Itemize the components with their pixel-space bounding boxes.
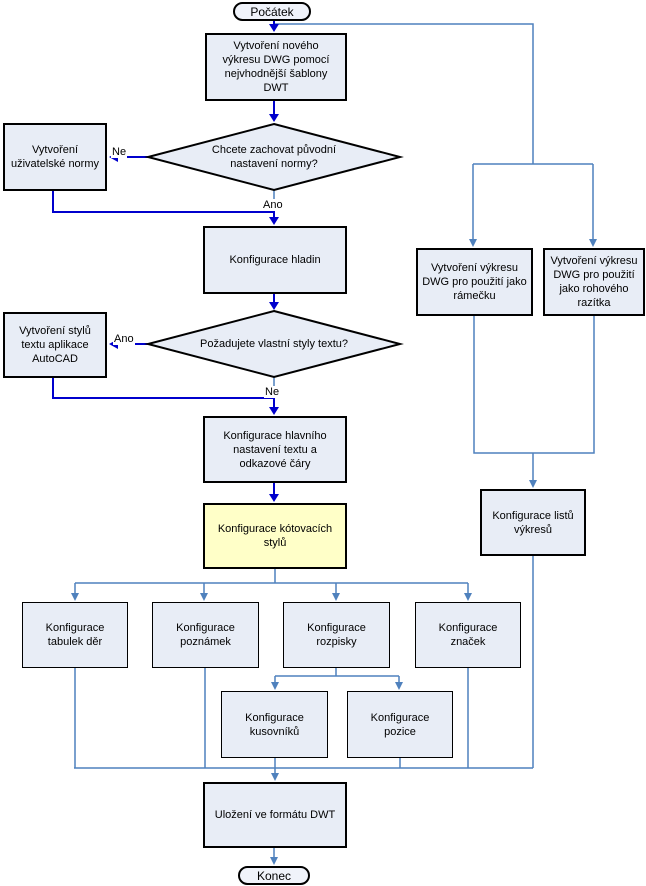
edge-label-text-yes: Ano [113,333,135,345]
step-main-text-config: Konfigurace hlavního nastavení textu a o… [203,416,347,483]
step-frame-dwg: Vytvoření výkresu DWG pro použití jako r… [416,248,533,316]
end-terminator: Konec [238,866,310,885]
step-create-dwg: Vytvoření nového výkresu DWG pomocí nejv… [205,33,347,101]
decision-keep-norm-label: Chcete zachovat původní nastavení normy? [211,144,337,170]
edge-label-norm-yes: Ano [262,199,284,211]
step-dimension-styles-config: Konfigurace kótovacích stylů [203,503,347,569]
step-position-config: Konfigurace pozice [347,691,453,758]
step-hole-tables-config: Konfigurace tabulek děr [22,602,128,668]
decision-text-styles-label: Požadujete vlastní styly textu? [200,338,348,350]
decision-diamond-text-styles [144,309,404,379]
step-user-norm: Vytvoření uživatelské normy [3,123,107,191]
step-autocad-text-styles: Vytvoření stylů textu aplikace AutoCAD [3,312,107,378]
edge-label-norm-no: Ne [111,146,128,158]
step-save-dwt: Uložení ve formátu DWT [203,782,347,848]
step-parts-list-config: Konfigurace rozpisky [283,602,390,668]
branch-arrowheads [71,239,597,865]
step-notes-config: Konfigurace poznámek [152,602,259,668]
step-sheets-config: Konfigurace listů výkresů [480,489,586,556]
start-terminator: Počátek [233,2,311,21]
decision-diamond-keep-norm [144,122,404,192]
edge-label-text-no: Ne [264,386,281,398]
step-symbols-config: Konfigurace značek [415,602,521,668]
step-bom-config: Konfigurace kusovníků [221,691,328,758]
branch-lines [74,23,595,858]
step-layers-config: Konfigurace hladin [203,226,347,294]
step-stamp-dwg: Vytvoření výkresu DWG pro použití jako r… [543,248,645,316]
